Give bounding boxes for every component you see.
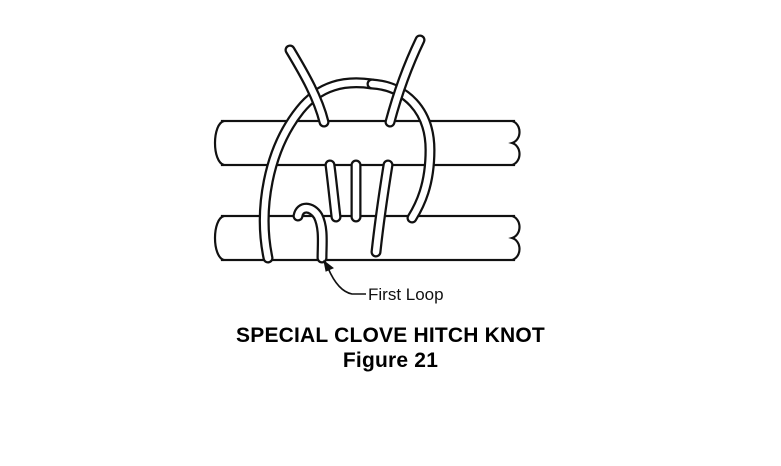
upper-rod [213,119,521,167]
first-loop-label: First Loop [368,285,444,304]
rope-right-descending [370,159,394,258]
rope-first-loop [292,202,328,264]
callout-arrow [323,259,366,295]
rope [258,34,436,264]
figure-title: SPECIAL CLOVE HITCH KNOT [236,324,545,347]
rope-standing-left [284,44,330,128]
figure-number: Figure 21 [342,349,439,372]
rope-left-loop [258,77,378,264]
rope-middle-strand [324,159,362,223]
rope-standing-right [384,34,426,128]
